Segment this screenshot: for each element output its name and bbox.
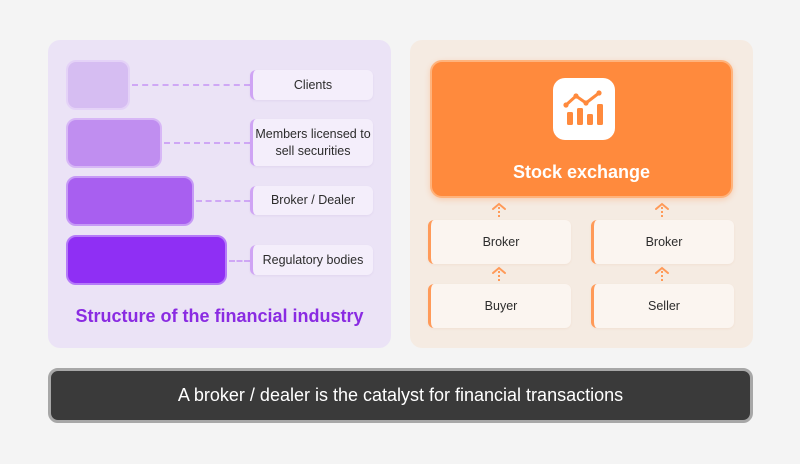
up-arrow-icon: [492, 266, 506, 281]
members-bar: [66, 118, 162, 168]
members-label: Members licensed to sell securities: [250, 119, 373, 166]
stock-exchange-title: Stock exchange: [512, 162, 651, 182]
broker-dealer-bar: [66, 176, 194, 226]
structure-caption: Structure of the financial industry: [75, 306, 364, 326]
connector-line: [196, 200, 250, 202]
connector-line: [132, 84, 250, 86]
summary-banner: A broker / dealer is the catalyst for fi…: [48, 368, 753, 423]
financial-structure-panel: Clients Members licensed to sell securit…: [48, 40, 391, 348]
connector-line: [229, 260, 250, 262]
broker-box-left: Broker: [428, 220, 571, 264]
up-arrow-icon: [492, 202, 506, 217]
stock-exchange-box: Stock exchange: [430, 60, 733, 198]
broker-dealer-label: Broker / Dealer: [250, 186, 373, 215]
connector-line: [164, 142, 250, 144]
stock-exchange-panel: Stock exchange Broker Broker Buyer Selle…: [410, 40, 753, 348]
clients-label: Clients: [250, 70, 373, 100]
clients-bar: [66, 60, 130, 110]
broker-box-right: Broker: [591, 220, 734, 264]
seller-box: Seller: [591, 284, 734, 328]
buyer-box: Buyer: [428, 284, 571, 328]
up-arrow-icon: [655, 202, 669, 217]
up-arrow-icon: [655, 266, 669, 281]
regulatory-bar: [66, 235, 227, 285]
chart-icon: [553, 78, 615, 140]
regulatory-label: Regulatory bodies: [250, 245, 373, 275]
